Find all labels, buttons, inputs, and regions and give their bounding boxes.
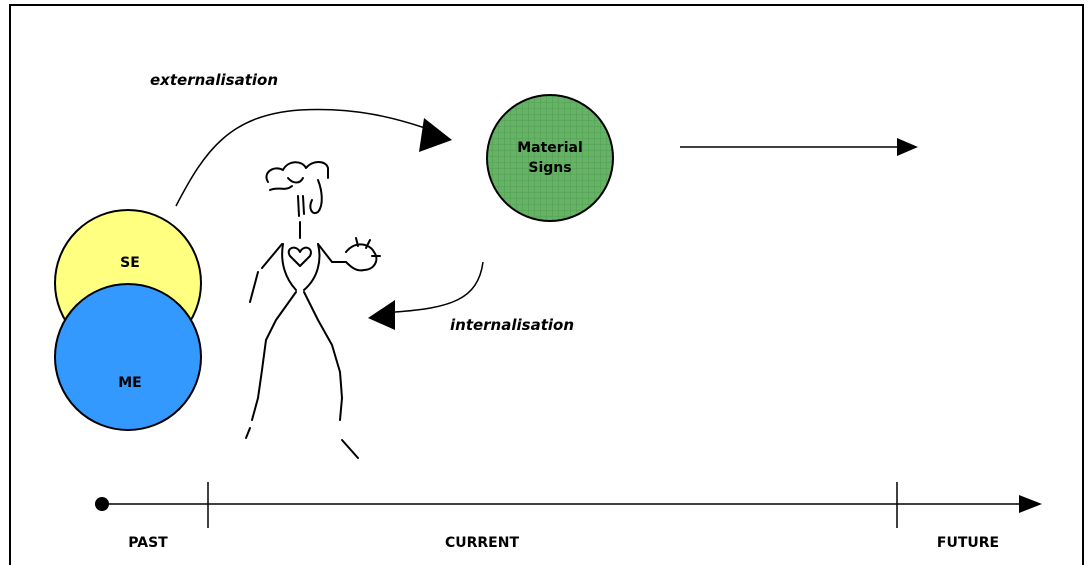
internalisation-arrow xyxy=(394,261,484,313)
material-signs-label-line1: Material xyxy=(517,140,583,156)
internalisation-label: internalisation xyxy=(450,316,574,334)
forward-arrowhead xyxy=(897,138,918,156)
timeline-arrowhead xyxy=(1019,495,1042,513)
diagram-border xyxy=(9,4,1084,565)
material-signs-label-line2: Signs xyxy=(528,160,571,176)
me-circle xyxy=(54,283,202,431)
me-label: ME xyxy=(118,375,142,391)
externalisation-label: externalisation xyxy=(150,71,278,89)
material-signs-circle xyxy=(486,94,614,222)
externalisation-arrow xyxy=(175,108,426,207)
timeline-current-label: CURRENT xyxy=(445,535,519,551)
timeline-future-label: FUTURE xyxy=(937,535,999,551)
se-label: SE xyxy=(120,255,140,271)
internalisation-arrowhead xyxy=(368,300,395,330)
person-sketch xyxy=(245,161,381,459)
externalisation-arrowhead xyxy=(419,118,452,152)
timeline-past-label: PAST xyxy=(128,535,168,551)
